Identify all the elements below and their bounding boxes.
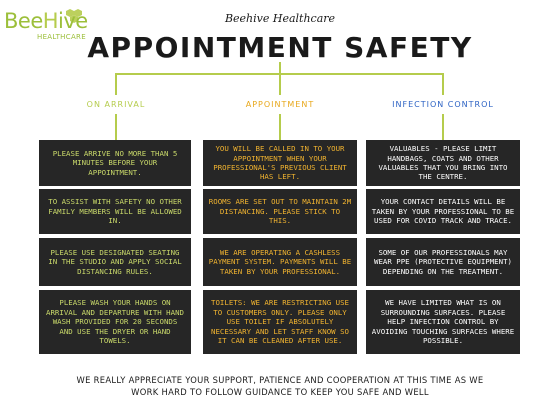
- info-box: PLEASE ARRIVE NO MORE THAN 5 MINUTES BEF…: [39, 140, 191, 186]
- info-box: YOUR CONTACT DETAILS WILL BE TAKEN BY YO…: [366, 189, 520, 234]
- connector-line: [115, 114, 117, 140]
- connector-line: [442, 114, 444, 140]
- org-name: Beehive Healthcare: [224, 12, 336, 25]
- info-box: VALUABLES - PLEASE LIMIT HANDBAGS, COATS…: [366, 140, 520, 186]
- logo-subtext: HEALTHCARE: [37, 33, 86, 41]
- footer-line: WE REALLY APPRECIATE YOUR SUPPORT, PATIE…: [76, 375, 484, 385]
- info-text: PLEASE WASH YOUR HANDS ON ARRIVAL AND DE…: [46, 298, 184, 346]
- info-box: PLEASE WASH YOUR HANDS ON ARRIVAL AND DE…: [39, 290, 191, 354]
- info-text: VALUABLES - PLEASE LIMIT HANDBAGS, COATS…: [378, 144, 508, 182]
- connector-line: [279, 62, 281, 74]
- info-box: YOU WILL BE CALLED IN TO YOUR APPOINTMEN…: [203, 140, 357, 186]
- info-box: WE ARE OPERATING A CASHLESS PAYMENT SYST…: [203, 238, 357, 286]
- info-box: TOILETS: WE ARE RESTRICTING USE TO CUSTO…: [203, 290, 357, 354]
- info-text: SOME OF OUR PROFESSIONALS MAY WEAR PPE (…: [374, 247, 512, 276]
- info-text: WE ARE OPERATING A CASHLESS PAYMENT SYST…: [208, 247, 352, 276]
- info-text: ROOMS ARE SET OUT TO MAINTAIN 2M DISTANC…: [208, 197, 352, 226]
- info-box: ROOMS ARE SET OUT TO MAINTAIN 2M DISTANC…: [203, 189, 357, 234]
- info-text: YOUR CONTACT DETAILS WILL BE TAKEN BY YO…: [371, 197, 515, 226]
- column-heading-infection-control: INFECTION CONTROL: [392, 100, 494, 109]
- beehive-logo: BeeHive HEALTHCARE: [4, 8, 114, 48]
- info-text: TOILETS: WE ARE RESTRICTING USE TO CUSTO…: [211, 298, 349, 346]
- footer-line: WORK HARD TO FOLLOW GUIDANCE TO KEEP YOU…: [131, 387, 429, 397]
- info-box: SOME OF OUR PROFESSIONALS MAY WEAR PPE (…: [366, 238, 520, 286]
- info-box: WE HAVE LIMITED WHAT IS ON SURROUNDING S…: [366, 290, 520, 354]
- honeycomb-icon: [66, 9, 82, 23]
- connector-line: [279, 114, 281, 140]
- connector-line: [279, 73, 281, 95]
- info-box: PLEASE USE DESIGNATED SEATING IN THE STU…: [39, 238, 191, 286]
- column-heading-appointment: APPOINTMENT: [245, 100, 315, 109]
- footer-message: WE REALLY APPRECIATE YOUR SUPPORT, PATIE…: [0, 374, 560, 398]
- connector-line: [442, 73, 444, 95]
- connector-line: [115, 73, 117, 95]
- info-text: YOU WILL BE CALLED IN TO YOUR APPOINTMEN…: [213, 144, 347, 182]
- info-box: TO ASSIST WITH SAFETY NO OTHER FAMILY ME…: [39, 189, 191, 234]
- logo-wordmark: BeeHive: [4, 9, 88, 33]
- info-text: PLEASE ARRIVE NO MORE THAN 5 MINUTES BEF…: [52, 148, 178, 177]
- page-title: APPOINTMENT SAFETY: [87, 31, 473, 64]
- info-text: PLEASE USE DESIGNATED SEATING IN THE STU…: [48, 247, 182, 276]
- column-heading-on-arrival: ON ARRIVAL: [86, 100, 146, 109]
- info-text: WE HAVE LIMITED WHAT IS ON SURROUNDING S…: [371, 298, 515, 346]
- info-text: TO ASSIST WITH SAFETY NO OTHER FAMILY ME…: [48, 197, 182, 226]
